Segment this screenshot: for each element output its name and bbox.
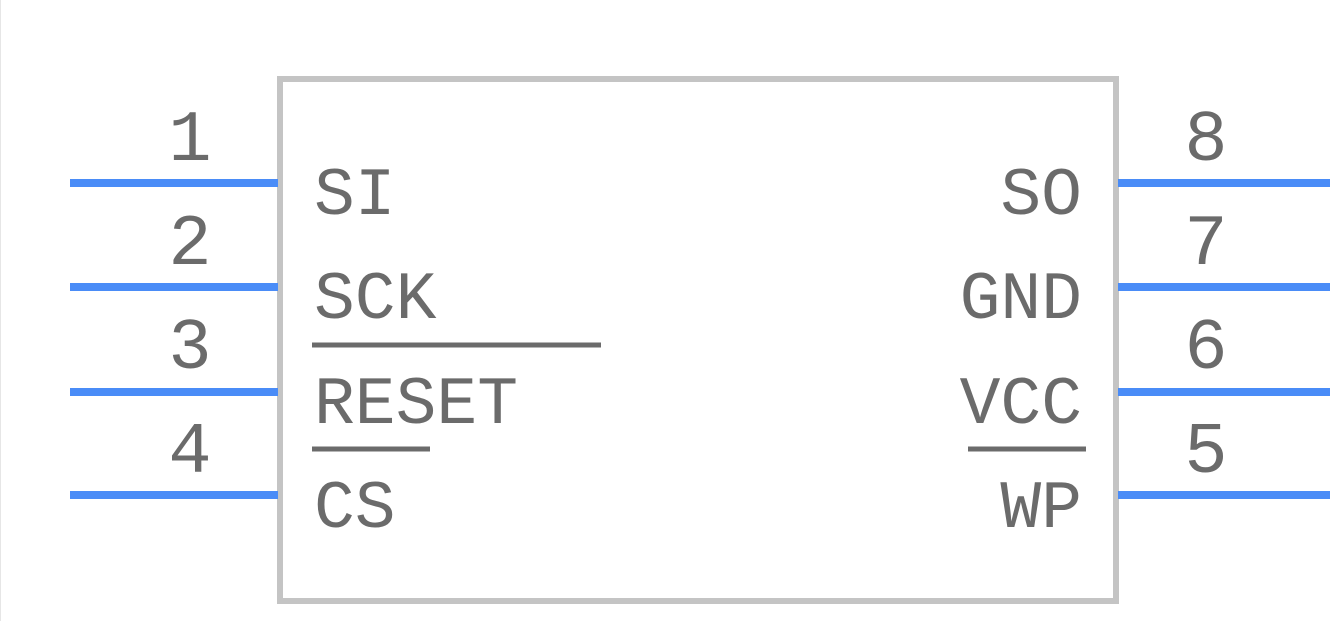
pin-3-label: RESET <box>314 367 518 444</box>
pin-1-label: SI <box>314 158 396 235</box>
pin-5-label: WP <box>1000 471 1082 548</box>
pin-4-number: 4 <box>168 412 211 494</box>
pin-7-label: GND <box>960 262 1082 339</box>
pin-5-number: 5 <box>1184 412 1227 494</box>
canvas-edge <box>0 0 1 621</box>
pin-6-label: VCC <box>960 367 1082 444</box>
right-pin-group: 8 SO 7 GND 6 VCC 5 WP <box>960 100 1330 548</box>
left-pin-group: 1 SI 2 SCK 3 RESET 4 CS <box>70 100 601 548</box>
pin-1-number: 1 <box>168 100 211 182</box>
ic-body <box>277 76 1119 604</box>
pin-3-number: 3 <box>168 308 211 390</box>
pin-8-number: 8 <box>1184 100 1227 182</box>
pin-2-number: 2 <box>168 204 211 286</box>
pin-2-label: SCK <box>314 262 437 339</box>
pin-7-number: 7 <box>1184 204 1227 286</box>
pin-4-label: CS <box>314 471 396 548</box>
pin-6-number: 6 <box>1184 308 1227 390</box>
pin-8-label: SO <box>1000 158 1082 235</box>
